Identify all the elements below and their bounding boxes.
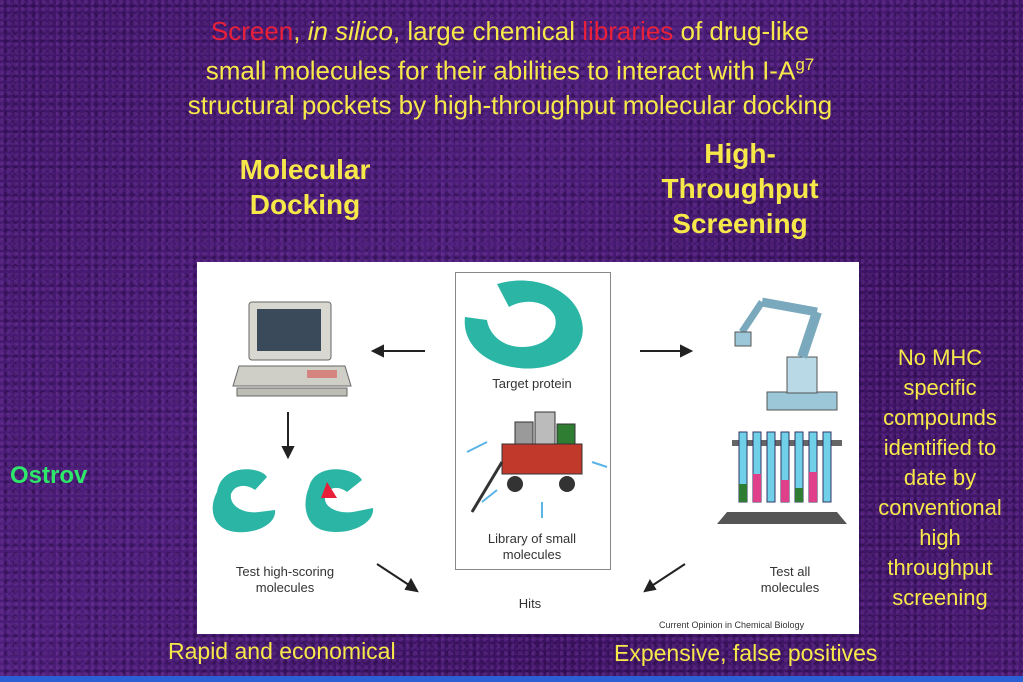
caption-test-all-line-2: molecules [760,580,820,595]
caption-library: Library of small molecules [455,531,609,563]
caption-hits: Hits [518,596,542,611]
heading-screening: Screening [672,208,808,239]
title-comma: , [293,16,308,46]
caption-test-high-scoring: Test high-scoring molecules [205,564,365,596]
heading-hts: High- Throughput Screening [630,136,850,241]
computer-icon [232,301,352,397]
title-end: of drug-like [673,16,810,46]
window-bottom-bar [0,676,1023,682]
title-line-2: small molecules for their abilities to i… [60,48,960,88]
caption-test-all-line-1: Test all [769,564,811,579]
caption-test-high-line-1: Test high-scoring [235,564,335,579]
molecule-wagon-icon [466,411,608,518]
side-note-line: conventional [878,495,1002,520]
side-note-line: identified to [883,435,997,460]
figure-credit: Current Opinion in Chemical Biology [659,620,805,630]
heading-docking: Docking [249,189,361,220]
side-note: No MHC specific compounds identified to … [860,343,1020,613]
side-note-line: throughput [887,555,993,580]
caption-library-line-1: Library of small [487,531,577,546]
slide-title: Screen, in silico, large chemical librar… [60,14,960,122]
title-in-silico: in silico [307,16,393,46]
side-note-line: date by [903,465,977,490]
caption-library-line-2: molecules [502,547,562,562]
bottom-right-note: Expensive, false positives [614,640,878,666]
heading-high: High- [704,138,776,169]
caption-test-high-line-2: molecules [255,580,315,595]
title-superscript: g7 [795,55,815,74]
bottom-left-note: Rapid and economical [168,638,396,664]
docked-protein-ligand-icon [305,469,374,533]
caption-test-all: Test all molecules [740,564,840,596]
arrows [281,344,694,593]
title-libraries: libraries [582,16,674,46]
title-line-1: Screen, in silico, large chemical librar… [60,14,960,48]
target-protein-icon [464,280,583,369]
side-note-line: No MHC [897,345,983,370]
heading-throughput: Throughput [661,173,819,204]
heading-molecular-docking: Molecular Docking [205,152,405,222]
side-note-line: specific [903,375,977,400]
robot-arm-icon [734,297,838,411]
side-note-line: screening [892,585,988,610]
figure-illustrations [212,280,847,593]
title-mid: , large chemical [392,16,583,46]
ligand-marker [321,482,337,498]
heading-molecular: Molecular [239,154,371,185]
author-label: Ostrov [10,462,88,489]
test-tube-rack-icon [717,431,847,524]
title-screen: Screen [210,16,294,46]
caption-target-protein: Target protein [492,376,572,391]
side-note-line: high [919,525,961,550]
title-line-2-text: small molecules for their abilities to i… [205,55,796,86]
side-note-line: compounds [883,405,997,430]
docked-protein-icon [212,469,276,533]
title-line-3: structural pockets by high-throughput mo… [187,89,833,120]
